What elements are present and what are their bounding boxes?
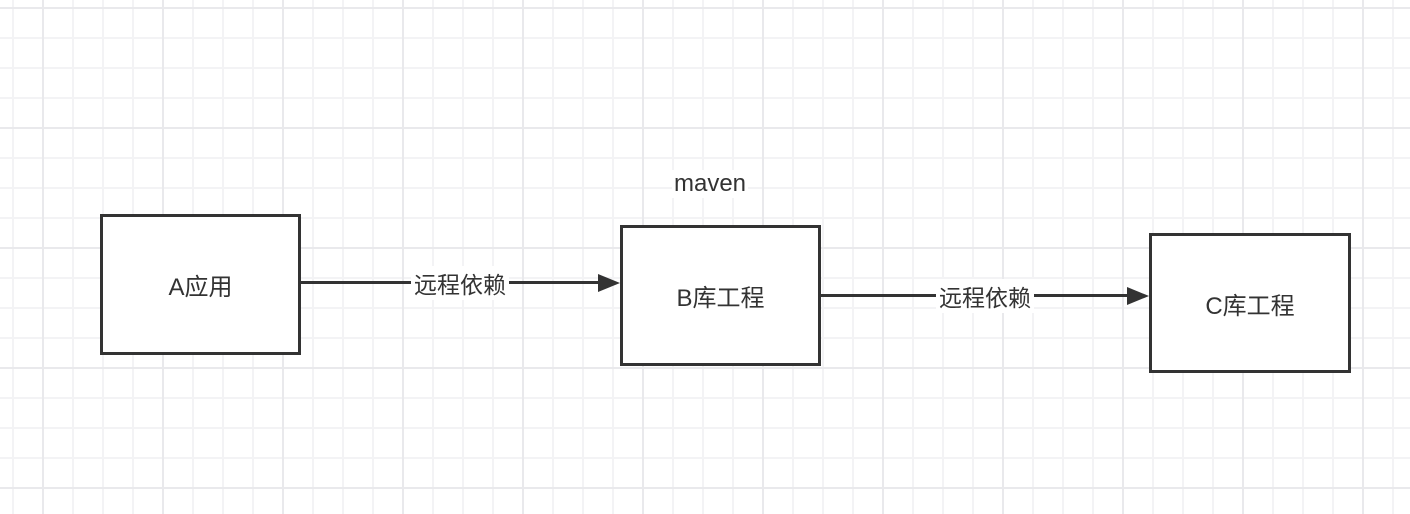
edge-b-c-label[interactable]: 远程依赖 — [936, 279, 1034, 313]
edge-b-c-arrowhead-icon — [1127, 287, 1149, 305]
node-c-label: C库工程 — [1205, 292, 1295, 320]
node-b-library[interactable]: B库工程 — [620, 225, 821, 366]
node-c-library[interactable]: C库工程 — [1149, 233, 1351, 373]
edge-a-b-label[interactable]: 远程依赖 — [411, 266, 509, 300]
node-a-label: A应用 — [168, 274, 233, 301]
node-b-label: B库工程 — [676, 285, 765, 312]
node-a-app[interactable]: A应用 — [100, 214, 301, 355]
maven-annotation[interactable]: maven — [671, 170, 749, 198]
edge-a-b-arrowhead-icon — [598, 274, 620, 292]
